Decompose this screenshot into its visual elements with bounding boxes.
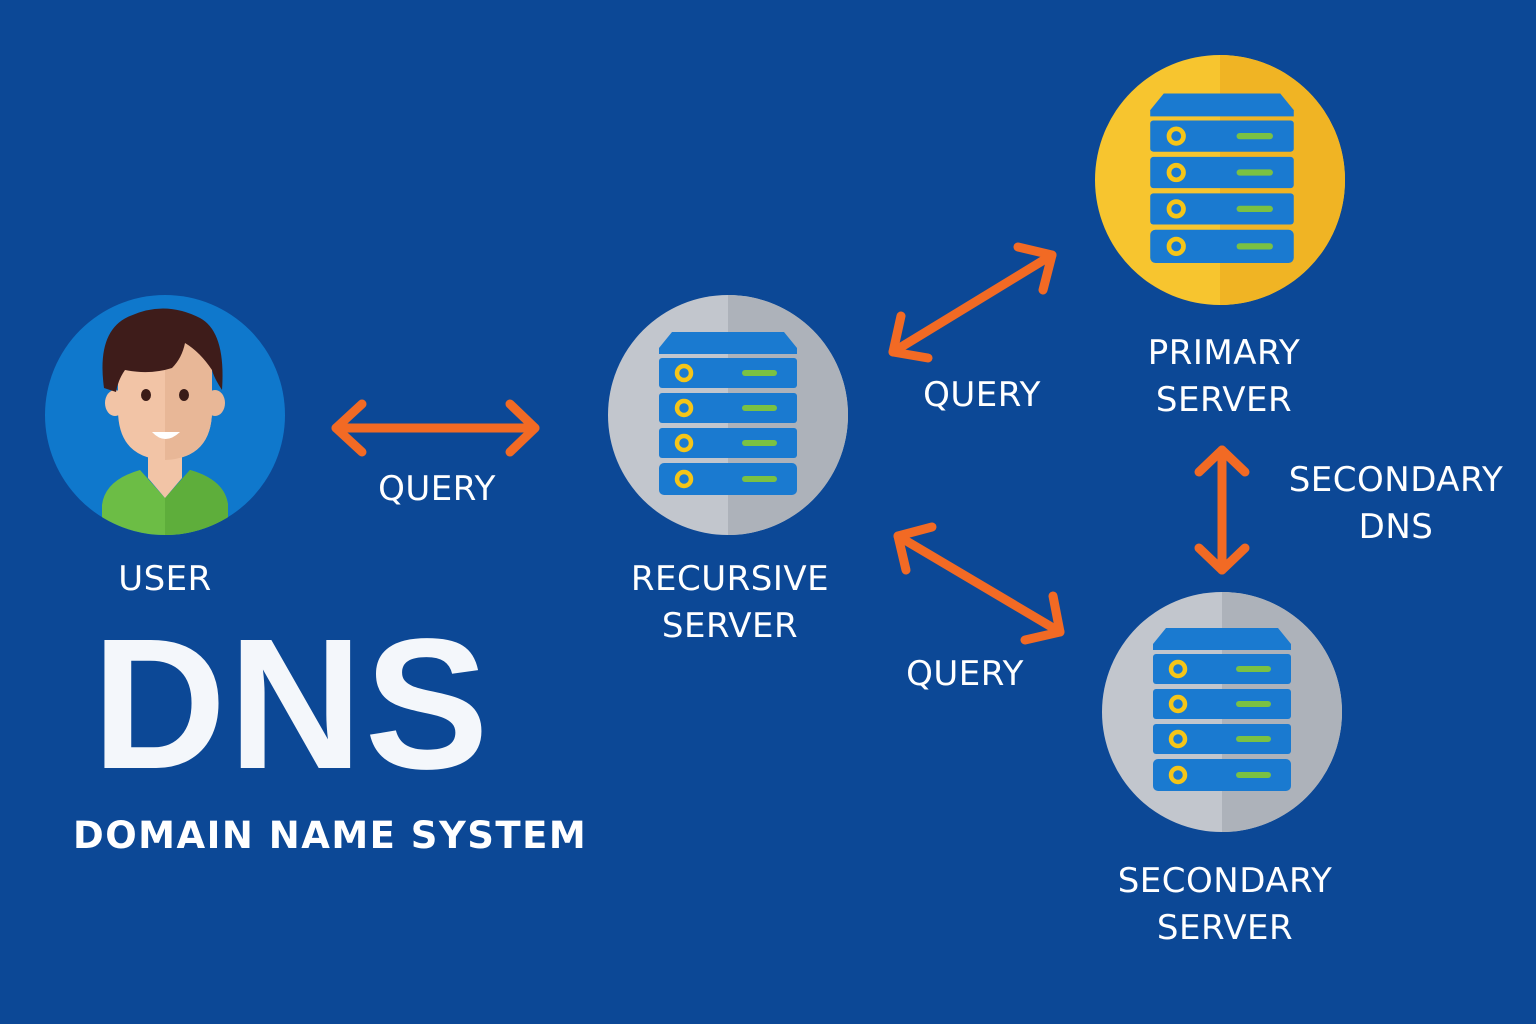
secondary-server-node <box>1102 592 1342 832</box>
recursive-server-label: RECURSIVE SERVER <box>630 559 830 646</box>
primary-server-label: PRIMARY SERVER <box>1147 333 1301 420</box>
recursive-server-node <box>608 295 848 535</box>
dns-title: DNS <box>92 601 491 808</box>
user-avatar-icon <box>102 308 228 535</box>
arrow-recursive-primary <box>888 242 1057 363</box>
arrow-user-recursive <box>331 399 540 457</box>
arrow-recursive-secondary <box>893 522 1065 645</box>
secondary-server-label: SECONDARY SERVER <box>1117 861 1333 948</box>
query-label-recursive-secondary: QUERY <box>906 654 1024 694</box>
secondary-dns-label: SECONDARY DNS <box>1288 460 1504 547</box>
arrow-primary-secondary <box>1194 445 1250 575</box>
user-node <box>45 295 285 535</box>
dns-subtitle: DOMAIN NAME SYSTEM <box>73 814 588 857</box>
query-label-recursive-primary: QUERY <box>923 375 1041 415</box>
primary-server-node <box>1095 55 1345 305</box>
query-label-user-recursive: QUERY <box>378 469 496 509</box>
user-label: USER <box>118 559 212 599</box>
